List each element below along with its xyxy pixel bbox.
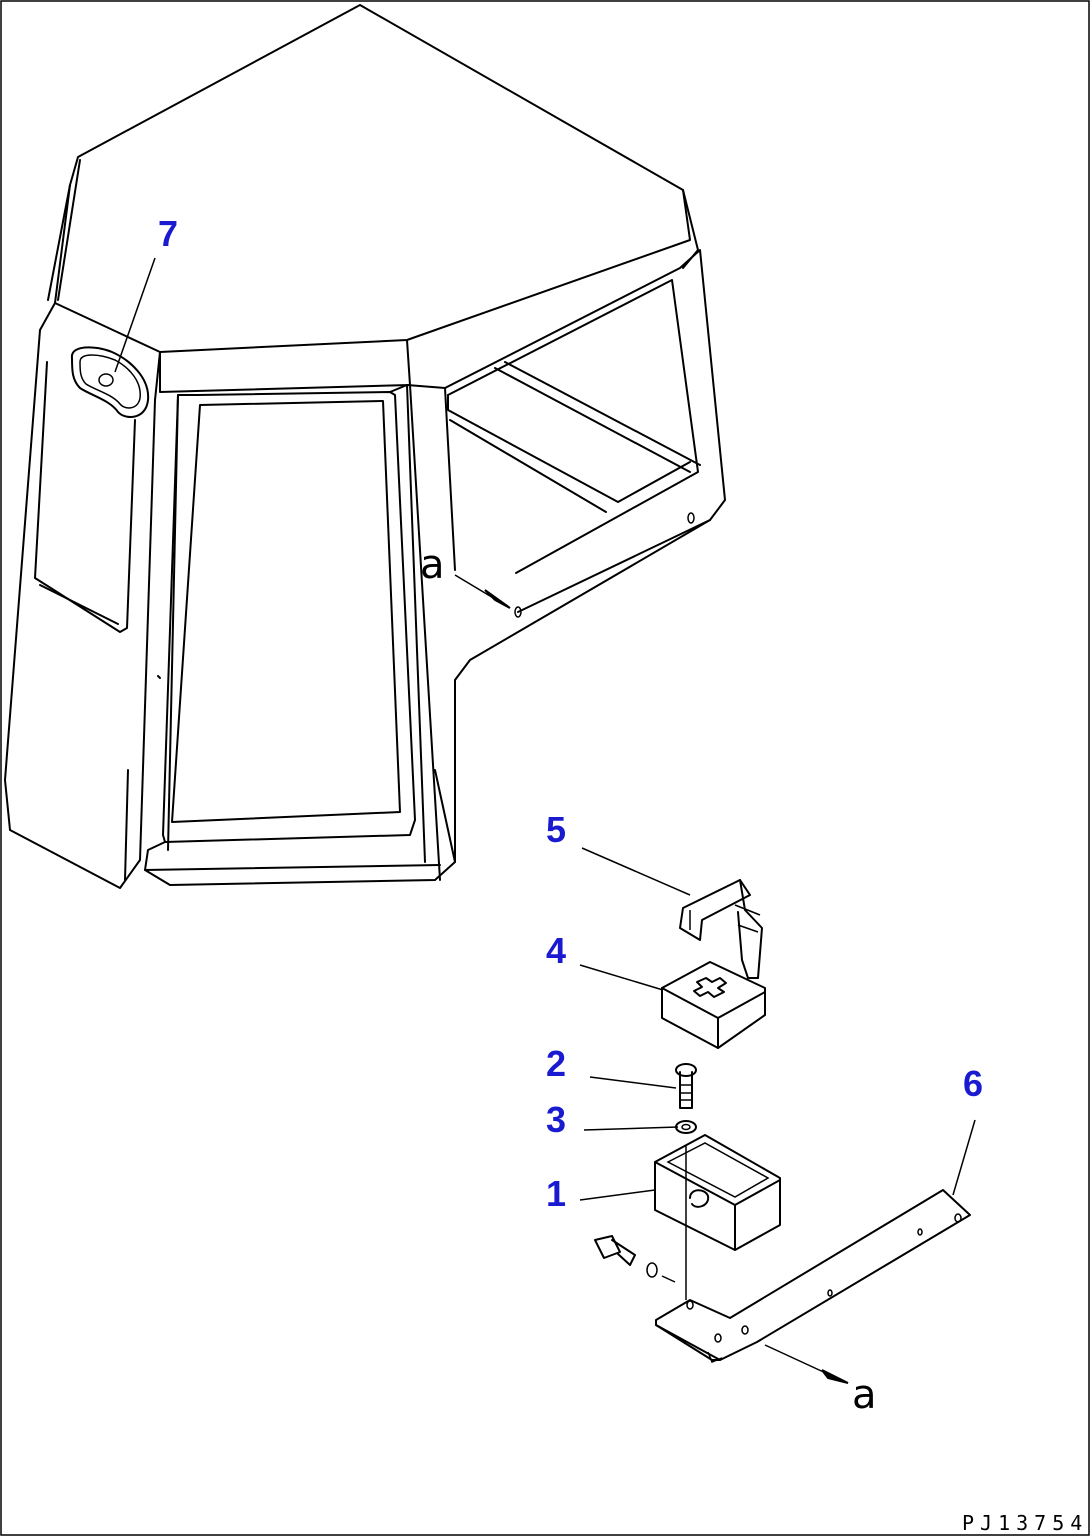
view-label-upper: a <box>420 542 445 588</box>
view-arrow-lower <box>764 1344 849 1384</box>
cab-front-window <box>162 391 416 843</box>
cab-left-side <box>4 302 161 889</box>
part-2-bolt <box>675 1063 697 1109</box>
cab-assembly <box>4 4 726 889</box>
drawing-code: PJ13754 <box>962 1511 1088 1535</box>
part-6-plate <box>655 1189 971 1363</box>
part-7-mirror <box>70 346 150 418</box>
cab-rear-window <box>447 279 699 574</box>
cab-left-window <box>34 361 136 633</box>
view-label-lower: a <box>852 1372 877 1418</box>
callout-5: 5 <box>546 809 566 850</box>
callout-1: 1 <box>546 1173 566 1214</box>
part-5-strap <box>679 879 763 979</box>
part-1-bracket <box>654 1134 781 1300</box>
callout-4: 4 <box>546 930 566 971</box>
cab-roof <box>54 4 691 353</box>
callout-2: 2 <box>546 1043 566 1084</box>
cab-right-side <box>406 249 726 863</box>
callout-7: 7 <box>158 213 178 254</box>
callout-6: 6 <box>963 1063 983 1104</box>
callout-3: 3 <box>546 1099 566 1140</box>
part-3-washer <box>675 1120 697 1134</box>
leader-lines <box>114 257 976 1201</box>
mounting-bolt <box>594 1235 676 1283</box>
view-arrow-upper <box>454 574 511 609</box>
part-4-first-aid-kit <box>661 961 766 1049</box>
